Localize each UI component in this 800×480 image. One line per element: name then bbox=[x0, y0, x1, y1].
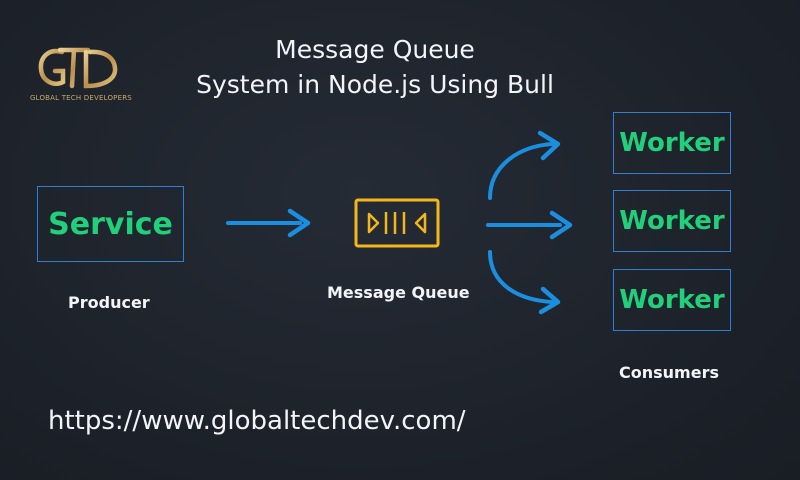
worker-box: Worker bbox=[613, 190, 731, 252]
queue-to-worker-bottom-arrow bbox=[488, 250, 561, 315]
producer-label: Producer bbox=[68, 293, 150, 312]
worker-box: Worker bbox=[613, 112, 731, 174]
consumers-label: Consumers bbox=[619, 363, 719, 382]
title-line-1: Message Queue bbox=[275, 35, 475, 64]
company-logo: GLOBAL TECH DEVELOPERS bbox=[30, 44, 132, 110]
logo-caption: GLOBAL TECH DEVELOPERS bbox=[30, 94, 132, 102]
website-url: https://www.globaltechdev.com/ bbox=[48, 406, 466, 436]
queue-to-worker-middle-arrow bbox=[486, 210, 573, 240]
gtd-monogram-icon bbox=[38, 47, 118, 89]
queue-to-worker-top-arrow bbox=[488, 130, 561, 200]
page-title: Message Queue System in Node.js Using Bu… bbox=[150, 32, 600, 102]
message-queue-label: Message Queue bbox=[327, 283, 470, 302]
service-box: Service bbox=[37, 186, 184, 262]
worker-box: Worker bbox=[613, 269, 731, 331]
producer-to-queue-arrow bbox=[226, 208, 311, 238]
title-line-2: System in Node.js Using Bull bbox=[196, 70, 554, 99]
queue-icon bbox=[354, 198, 440, 248]
